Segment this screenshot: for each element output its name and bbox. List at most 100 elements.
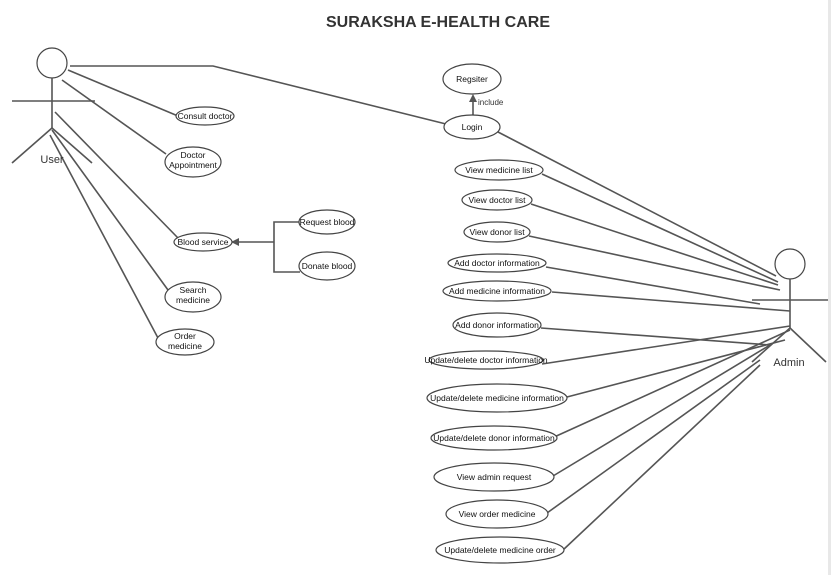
user-head [36, 47, 68, 79]
use-case-ellipse [430, 425, 558, 451]
admin-right-leg [789, 327, 827, 363]
assoc-admin-login [497, 131, 777, 277]
use-case-label: Consult doctor [178, 111, 233, 121]
assoc-admin-view-donor-list [528, 235, 781, 291]
use-case-label: Add medicine information [449, 286, 545, 296]
assoc-admin-view-admin-request [552, 344, 771, 477]
use-case-label: Update/delete medicine information [430, 393, 564, 403]
use-case-label: View donor list [469, 227, 525, 237]
user-associations [49, 65, 447, 339]
use-case-add-medicine-information[interactable]: Add medicine information [442, 280, 552, 302]
assoc-admin-update-delete-donor-information [551, 329, 791, 439]
use-case-ellipse [164, 281, 222, 313]
use-case-add-donor-information[interactable]: Add donor information [452, 312, 542, 338]
assoc-user-login [70, 65, 447, 125]
use-case-ellipse [155, 328, 215, 356]
use-case-update-delete-donor-information[interactable]: Update/delete donor information [430, 425, 558, 451]
user-right-leg [51, 127, 93, 164]
use-case-label-line-1: Doctor [180, 150, 205, 160]
assoc-admin-update-delete-medicine-order [562, 364, 761, 551]
use-case-ellipse [173, 232, 233, 252]
use-case-label: Regsiter [456, 74, 488, 84]
use-case-update-delete-medicine-order[interactable]: Update/delete medicine order [435, 536, 565, 564]
use-case-request-blood[interactable]: Request blood [298, 209, 356, 235]
use-case-ellipse [442, 63, 502, 95]
use-case-label-line-1: Order [174, 331, 196, 341]
use-case-order-medicine[interactable]: Order medicine [155, 328, 215, 356]
use-case-ellipse [443, 114, 501, 140]
use-case-login[interactable]: Login [443, 114, 501, 140]
use-case-label-line-1: Search [180, 285, 207, 295]
use-case-label: Request blood [300, 217, 355, 227]
use-case-ellipse [461, 189, 533, 211]
assoc-user-search-medicine [51, 129, 169, 291]
use-case-ellipse [298, 251, 356, 281]
include-label: include [478, 98, 504, 107]
use-case-ellipse [463, 221, 531, 243]
use-case-label: Add donor information [455, 320, 539, 330]
assoc-user-doctor-appointment [61, 79, 167, 155]
use-case-label: View order medicine [459, 509, 536, 519]
use-case-add-doctor-information[interactable]: Add doctor information [447, 253, 547, 273]
use-case-ellipse [445, 499, 549, 529]
actor-admin: Admin [751, 248, 828, 369]
use-case-view-doctor-list[interactable]: View doctor list [461, 189, 533, 211]
use-case-label: View doctor list [468, 195, 526, 205]
use-case-label: Donate blood [302, 261, 353, 271]
use-case-label: Add doctor information [454, 258, 540, 268]
use-case-doctor-appointment[interactable]: Doctor Appointment [164, 146, 222, 178]
admin-label: Admin [773, 357, 804, 369]
use-case-ellipse [433, 462, 555, 492]
use-case-view-medicine-list[interactable]: View medicine list [454, 159, 544, 181]
use-case-label-line-2: medicine [176, 295, 210, 305]
assoc-user-blood-service [54, 111, 179, 239]
assoc-admin-update-delete-doctor-information [541, 325, 791, 365]
use-case-label: Blood service [177, 237, 228, 247]
use-case-ellipse [442, 280, 552, 302]
use-case-ellipse [164, 146, 222, 178]
assoc-admin-update-delete-medicine-information [566, 339, 786, 398]
use-case-view-order-medicine[interactable]: View order medicine [445, 499, 549, 529]
assoc-admin-add-doctor-information [545, 266, 761, 305]
use-case-register[interactable]: Regsiter [442, 63, 502, 95]
scrollbar[interactable] [828, 0, 831, 575]
use-case-update-delete-doctor-information[interactable]: Update/delete doctor information [424, 350, 548, 370]
assoc-admin-add-donor-information [540, 327, 771, 346]
use-case-label: View admin request [457, 472, 532, 482]
admin-left-leg [751, 327, 791, 363]
assoc-admin-add-medicine-information [551, 291, 791, 312]
user-left-leg [11, 127, 53, 164]
user-label: User [40, 154, 64, 166]
use-case-label: Update/delete doctor information [424, 355, 548, 365]
use-case-label: Login [462, 122, 483, 132]
admin-associations [497, 131, 791, 551]
use-case-search-medicine[interactable]: Search medicine [164, 281, 222, 313]
use-case-ellipse [175, 106, 235, 126]
blood-branch-line [273, 221, 300, 273]
use-case-ellipse [454, 159, 544, 181]
use-case-label: Update/delete medicine order [444, 545, 556, 555]
use-case-view-admin-request[interactable]: View admin request [433, 462, 555, 492]
use-case-blood-service[interactable]: Blood service [173, 232, 233, 252]
use-case-view-donor-list[interactable]: View donor list [463, 221, 531, 243]
use-case-ellipse [435, 536, 565, 564]
use-case-label-line-2: medicine [168, 341, 202, 351]
include-relation: include [469, 94, 504, 115]
use-case-ellipse [298, 209, 356, 235]
admin-head [774, 248, 806, 280]
use-case-label: View medicine list [465, 165, 533, 175]
use-case-consult-doctor[interactable]: Consult doctor [175, 106, 235, 126]
assoc-user-consult-doctor [67, 69, 179, 117]
use-case-update-delete-medicine-information[interactable]: Update/delete medicine information [426, 383, 568, 413]
assoc-admin-view-doctor-list [530, 203, 779, 286]
use-case-ellipse [428, 350, 544, 370]
use-case-ellipse [426, 383, 568, 413]
assoc-admin-view-medicine-list [541, 173, 779, 283]
use-case-label-line-2: Appointment [169, 160, 217, 170]
use-case-donate-blood[interactable]: Donate blood [298, 251, 356, 281]
diagram-title: SURAKSHA E-HEALTH CARE [326, 14, 550, 31]
blood-service-relations [231, 221, 300, 273]
use-case-ellipse [447, 253, 547, 273]
